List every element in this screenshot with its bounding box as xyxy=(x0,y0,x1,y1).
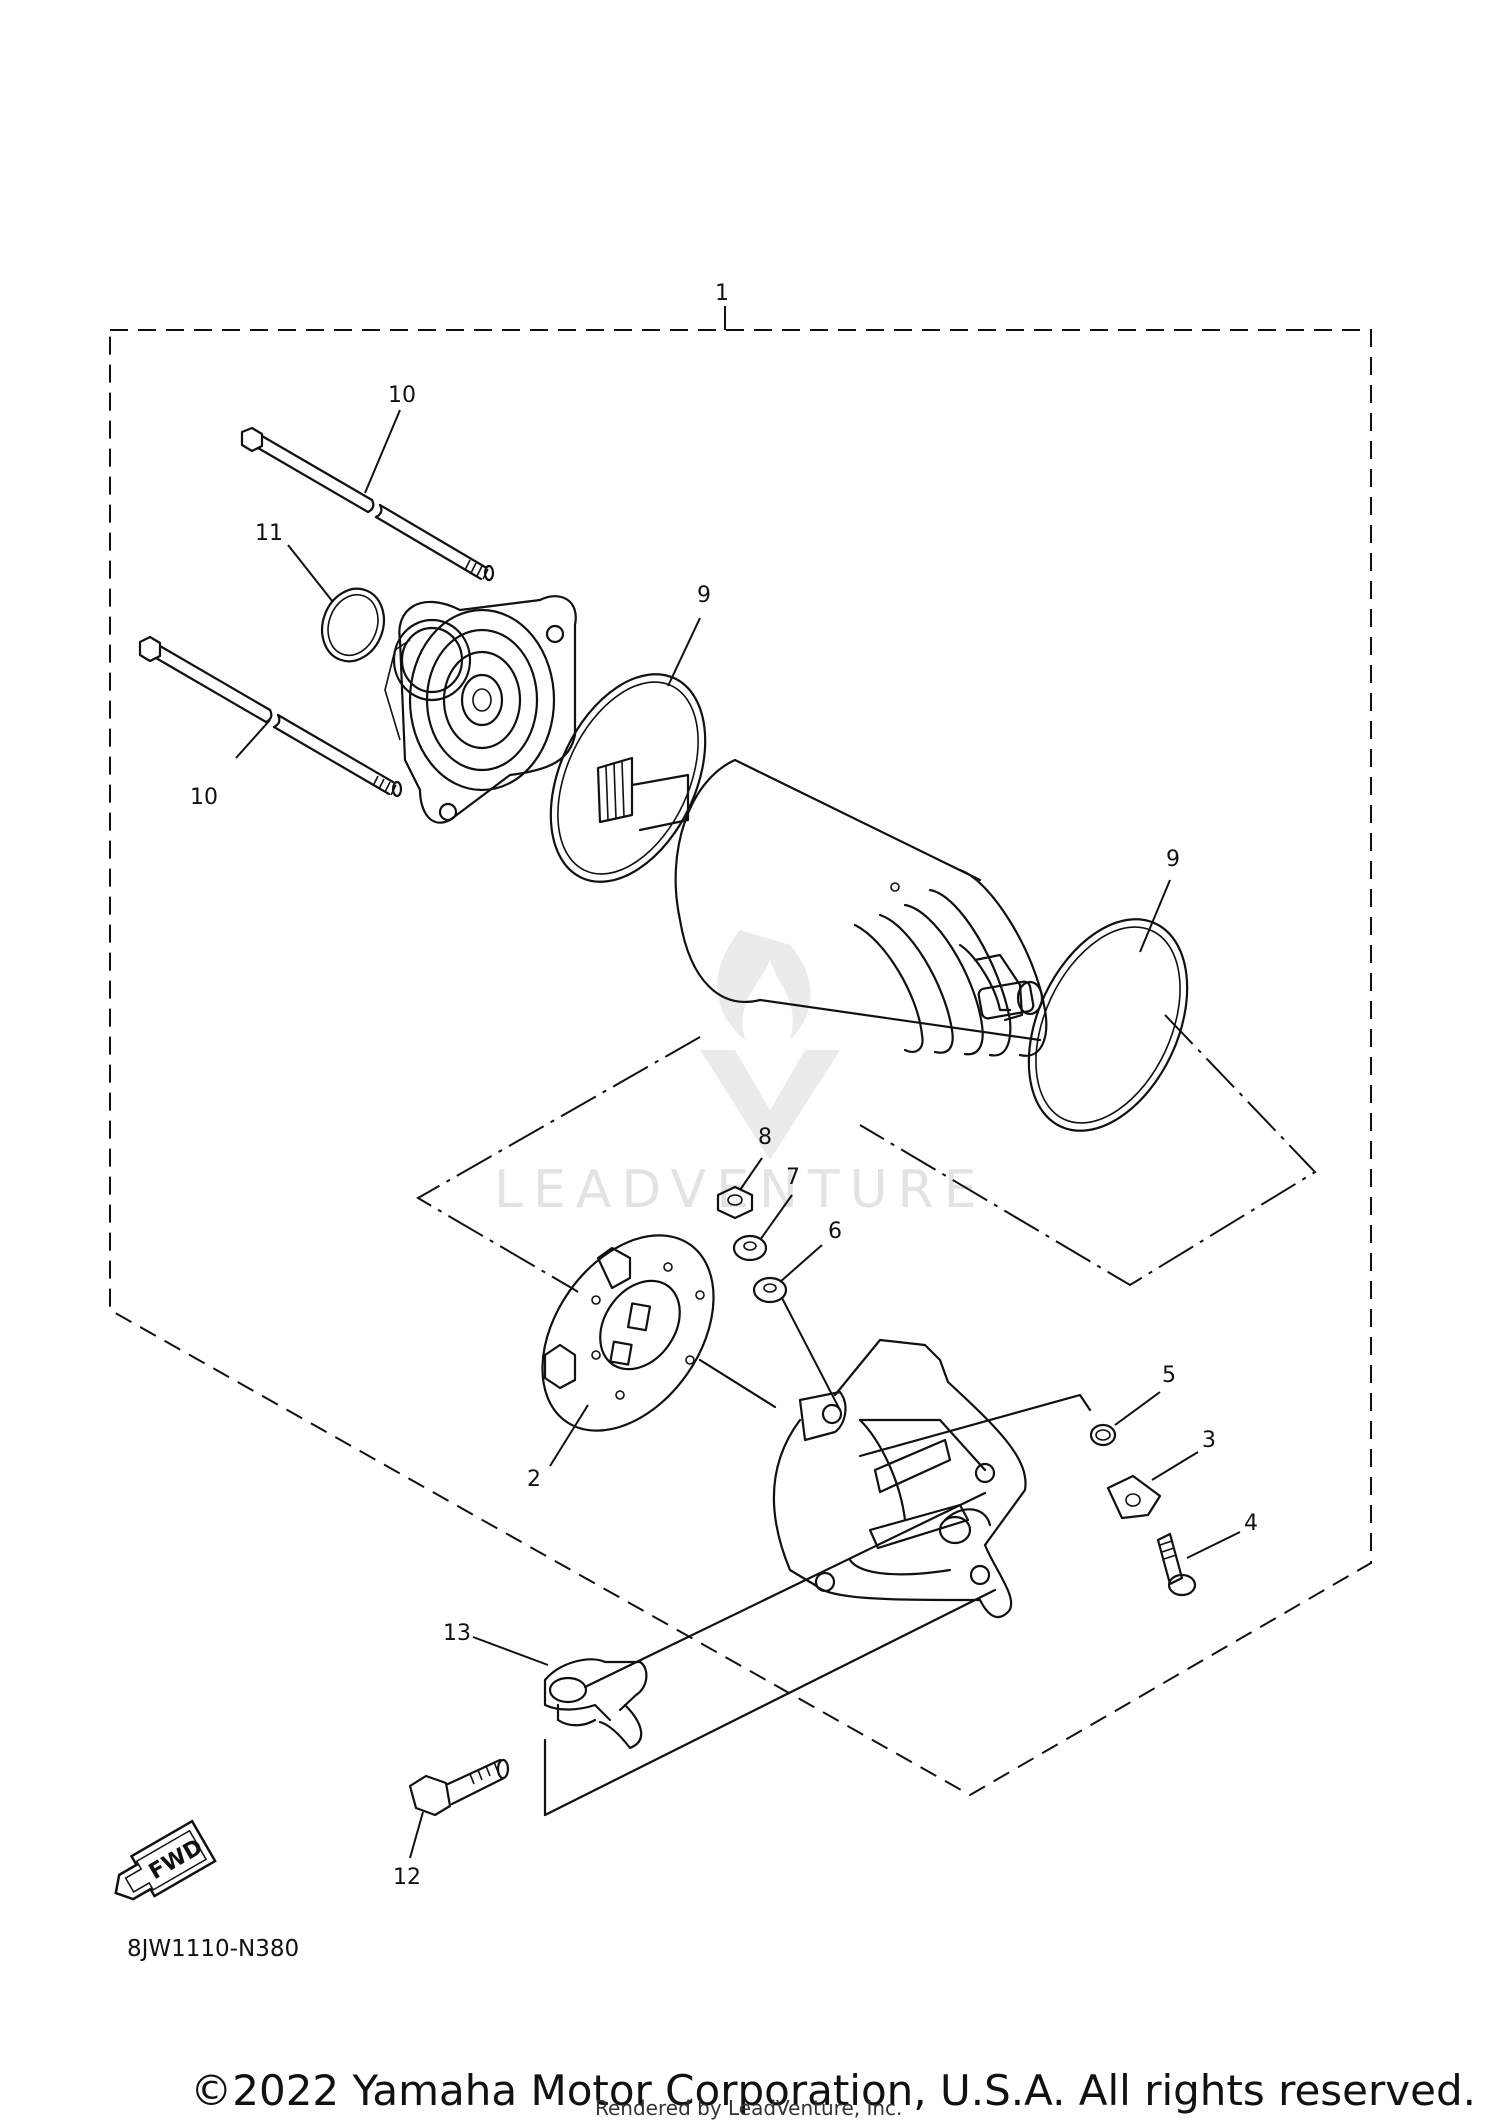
through-bolt-upper xyxy=(240,426,495,582)
callout-9-upper: 9 xyxy=(697,583,711,608)
callout-7: 7 xyxy=(786,1165,800,1190)
watermark-text: LEADVENTURE xyxy=(494,1160,987,1220)
o-ring-large-upper xyxy=(549,673,707,883)
copyright-notice: ©2022 Yamaha Motor Corporation, U.S.A. A… xyxy=(190,2066,1476,2115)
o-ring-large-lower xyxy=(1027,918,1189,1132)
callout-12: 12 xyxy=(393,1865,421,1890)
callout-8: 8 xyxy=(758,1125,772,1150)
callout-3: 3 xyxy=(1202,1428,1216,1453)
callout-2: 2 xyxy=(527,1467,541,1492)
callout-4: 4 xyxy=(1244,1511,1258,1536)
washer-upper xyxy=(732,1234,768,1262)
washer-lower xyxy=(752,1276,788,1304)
callout-10-upper: 10 xyxy=(388,383,416,408)
nut xyxy=(716,1185,754,1220)
callout-6: 6 xyxy=(828,1219,842,1244)
through-bolt-lower xyxy=(138,635,403,798)
o-ring-small xyxy=(320,587,386,663)
front-cover xyxy=(772,1338,1027,1619)
bolt-small xyxy=(1156,1532,1197,1597)
callout-1: 1 xyxy=(715,281,729,306)
fwd-arrow-icon: FWD xyxy=(114,1819,217,1901)
rear-cover xyxy=(384,595,577,824)
lead-wire-clamp xyxy=(543,1658,648,1750)
callout-5: 5 xyxy=(1162,1363,1176,1388)
rendered-by-notice: Rendered by LeadVenture, Inc. xyxy=(595,2096,903,2120)
brush-holder xyxy=(541,1234,777,1432)
assembly-boundary xyxy=(109,329,1372,1797)
mounting-bolt xyxy=(408,1758,510,1817)
armature-yoke xyxy=(596,756,1048,1057)
leadventure-watermark: LEADVENTURE xyxy=(494,930,987,1220)
callout-10-lower: 10 xyxy=(190,785,218,810)
callout-9-lower: 9 xyxy=(1166,847,1180,872)
callout-13: 13 xyxy=(443,1621,471,1646)
diagram-code: 8JW1110-N380 xyxy=(127,1936,299,1962)
assembly-plane xyxy=(416,1014,1317,1291)
o-ring-tiny xyxy=(1089,1423,1117,1447)
callout-11: 11 xyxy=(255,521,283,546)
bracket-clip xyxy=(1106,1474,1162,1520)
